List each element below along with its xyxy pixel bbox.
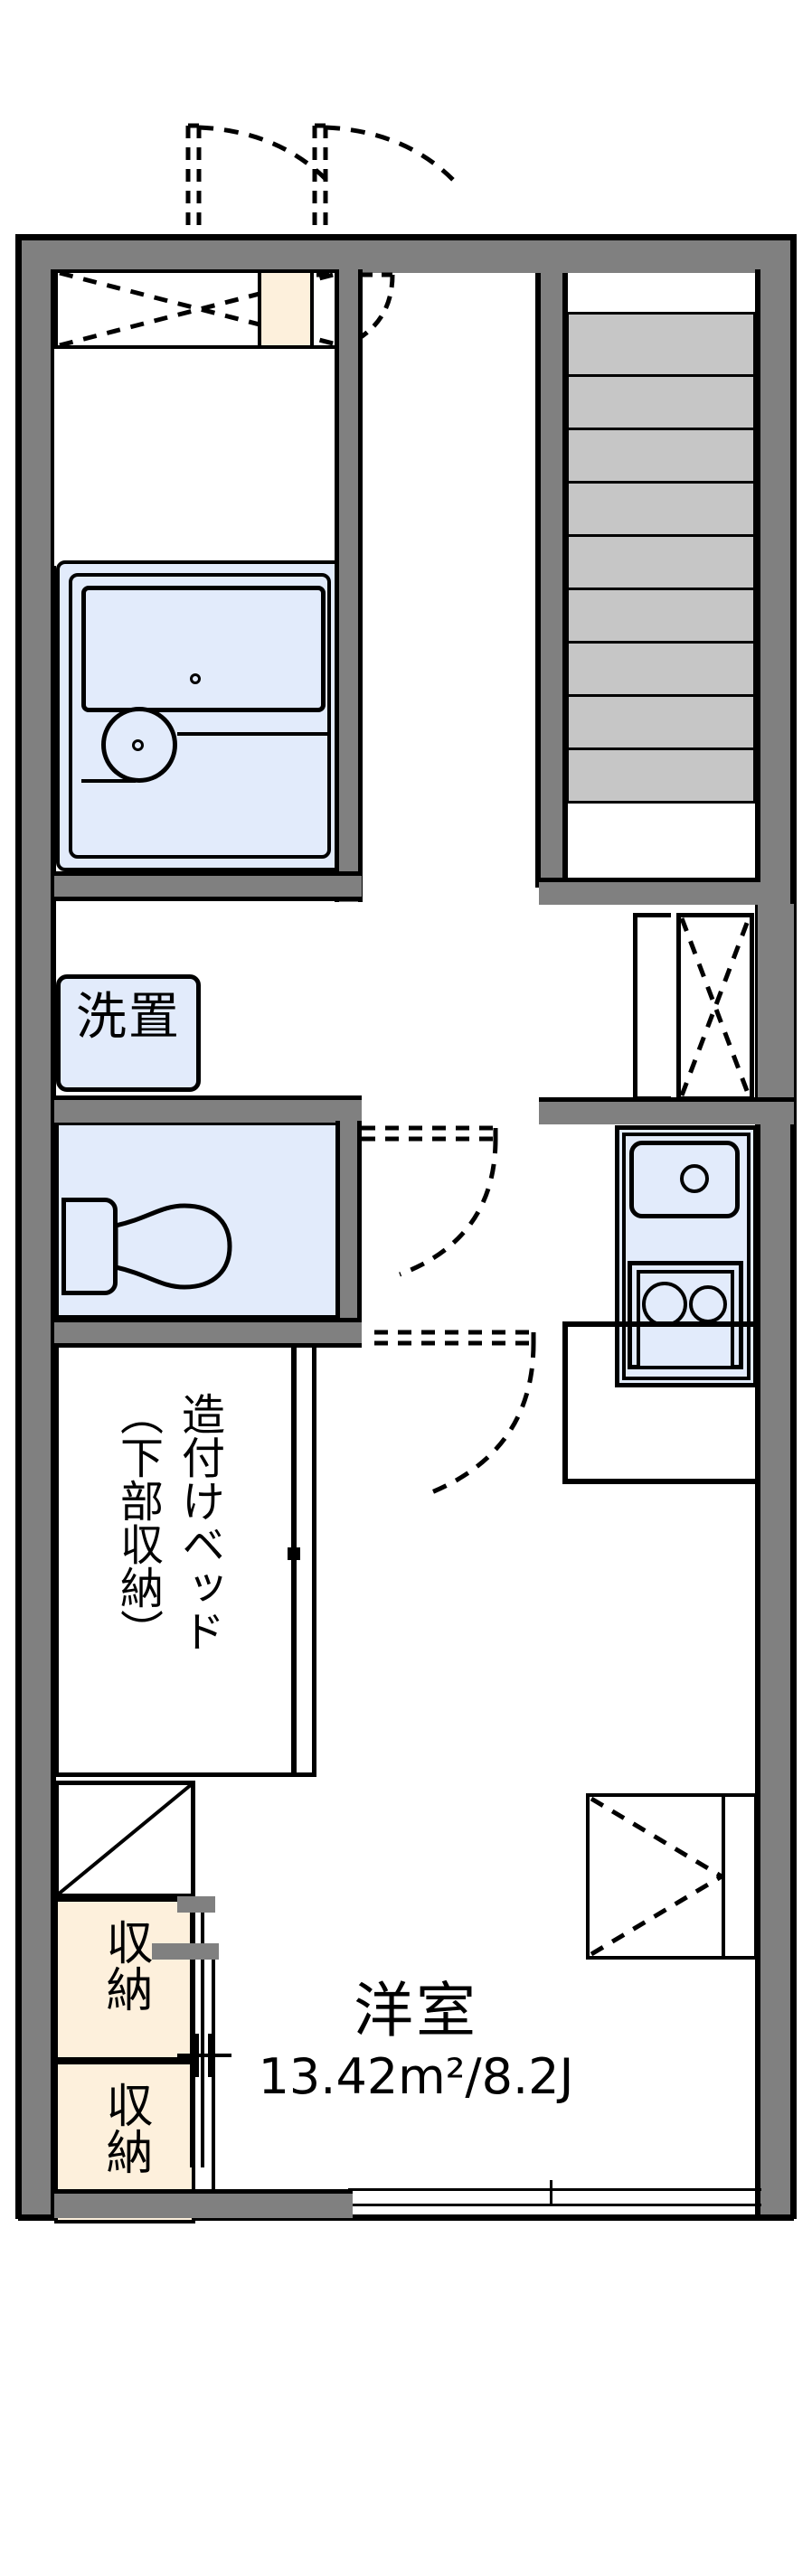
balcony-sash-divider [550, 2180, 552, 2204]
toilet-tank [61, 1198, 118, 1295]
unit-bath-room [54, 349, 345, 566]
living-top-wall [54, 1321, 362, 1345]
bath-counter-line [177, 732, 327, 736]
bath-counter-line-2 [81, 779, 136, 783]
toilet-right-partition-edge-r [357, 1121, 362, 1324]
living-door-swing [371, 1327, 561, 1508]
bathtub-drain [190, 673, 201, 684]
shell-outline-top [18, 234, 794, 240]
entry-cupboard [258, 269, 314, 349]
bottom-left-wall [54, 2193, 353, 2218]
main-room-area: 13.42m²/8.2J [258, 2048, 574, 2105]
living-right-window-x [590, 1796, 723, 1957]
bath-bottom-wall-edge [54, 871, 362, 876]
balcony-sill-line-2 [348, 2204, 761, 2206]
toilet-top-wall-edge [54, 1095, 362, 1100]
living-right-window-mullion [722, 1793, 725, 1960]
bath-bottom-wall [54, 875, 362, 898]
right-window-panel-x [679, 917, 751, 1097]
builtin-bed-area [54, 1343, 316, 1777]
toilet-bowl [113, 1202, 233, 1291]
toilet-right-partition-edge-l [335, 1121, 340, 1324]
closet-upper-label: 収納 [98, 1918, 152, 2012]
bathtub [81, 586, 326, 712]
shell-outline-right-outer [790, 234, 797, 2219]
entry-door-swing-left [181, 122, 335, 240]
stair-left-wall-edge-l [535, 273, 541, 888]
exterior-wall-top [18, 237, 794, 273]
kitchen-upper-wall-edge [539, 1097, 794, 1102]
washer-space-box [56, 974, 201, 1092]
kitchen-right-wall [758, 904, 794, 1121]
closet-track-line-a [190, 1896, 194, 2167]
stove-burner-right [689, 1285, 727, 1323]
kitchen-side-wall-bottom [562, 1479, 760, 1484]
living-top-wall-edge [54, 1318, 362, 1322]
builtin-bed-sublabel: （下部収納） [112, 1392, 163, 1652]
stair-tread [566, 312, 756, 377]
bottom-left-wall-edge [54, 2189, 353, 2194]
stair-bottom-wall-edge [539, 878, 760, 882]
living-right-window [586, 1793, 758, 1960]
bath-partition-wall-edge-r [358, 269, 363, 902]
shell-outline-left-inner [51, 269, 56, 2219]
closet-track-line-b [201, 1896, 204, 2167]
closet-divider-wall [177, 1896, 215, 1913]
toilet-door-swing [360, 1121, 532, 1293]
builtin-bed-right-edge [291, 1343, 297, 1777]
stair-tread [566, 747, 756, 804]
bath-bottom-wall-edge2 [54, 897, 362, 901]
stair-tread [566, 481, 756, 537]
closet-lower-label: 収納 [98, 2081, 152, 2175]
builtin-bed-mark [288, 1547, 300, 1560]
stair-left-wall [539, 273, 566, 888]
closet-track-line-c [212, 1943, 215, 2214]
stair-bottom-wall [539, 881, 760, 905]
stove-burner-left [642, 1282, 687, 1327]
stair-tread [566, 694, 756, 750]
stairs-group [566, 312, 756, 881]
toilet-right-partition [338, 1121, 360, 1324]
closet-mid-tick-1 [195, 2034, 199, 2077]
closet-top-stub [152, 1943, 219, 1960]
kitchen-side-wall-top [562, 1321, 760, 1327]
closet-mid-tick-2 [208, 2034, 212, 2077]
shell-outline-bottom [18, 2214, 794, 2221]
stair-tread [566, 641, 756, 697]
shell-outline-left-outer [15, 234, 22, 2219]
stair-tread [566, 534, 756, 590]
stair-tread [566, 588, 756, 644]
kitchen-upper-wall [539, 1101, 794, 1124]
exterior-wall-right [758, 237, 794, 2218]
balcony-sill-line [348, 2188, 761, 2191]
bath-partition-wall [336, 269, 362, 902]
washer-space-label: 洗置 [76, 988, 181, 1047]
closet-upper [54, 1898, 195, 2061]
builtin-bed-label: 造付けベッド [174, 1392, 224, 1652]
stair-tread [566, 428, 756, 484]
closet-mid-divider [177, 2054, 231, 2057]
stair-tread [566, 374, 756, 430]
entry-door-swing-right [307, 122, 461, 240]
toilet-top-wall [54, 1099, 362, 1123]
bath-washbasin-drain [132, 739, 144, 751]
closet-door-diagonal [56, 1782, 194, 1896]
kitchen-side-wall-vertical [562, 1321, 568, 1484]
right-window-gap [633, 913, 671, 1101]
exterior-wall-left [18, 237, 54, 2218]
main-room-name: 洋室 [354, 1976, 478, 2045]
stair-left-wall-edge-r [562, 273, 568, 888]
kitchen-sink-drain [680, 1164, 709, 1193]
bath-partition-wall-edge-l [335, 269, 339, 902]
shell-outline-right-inner [755, 269, 760, 2219]
